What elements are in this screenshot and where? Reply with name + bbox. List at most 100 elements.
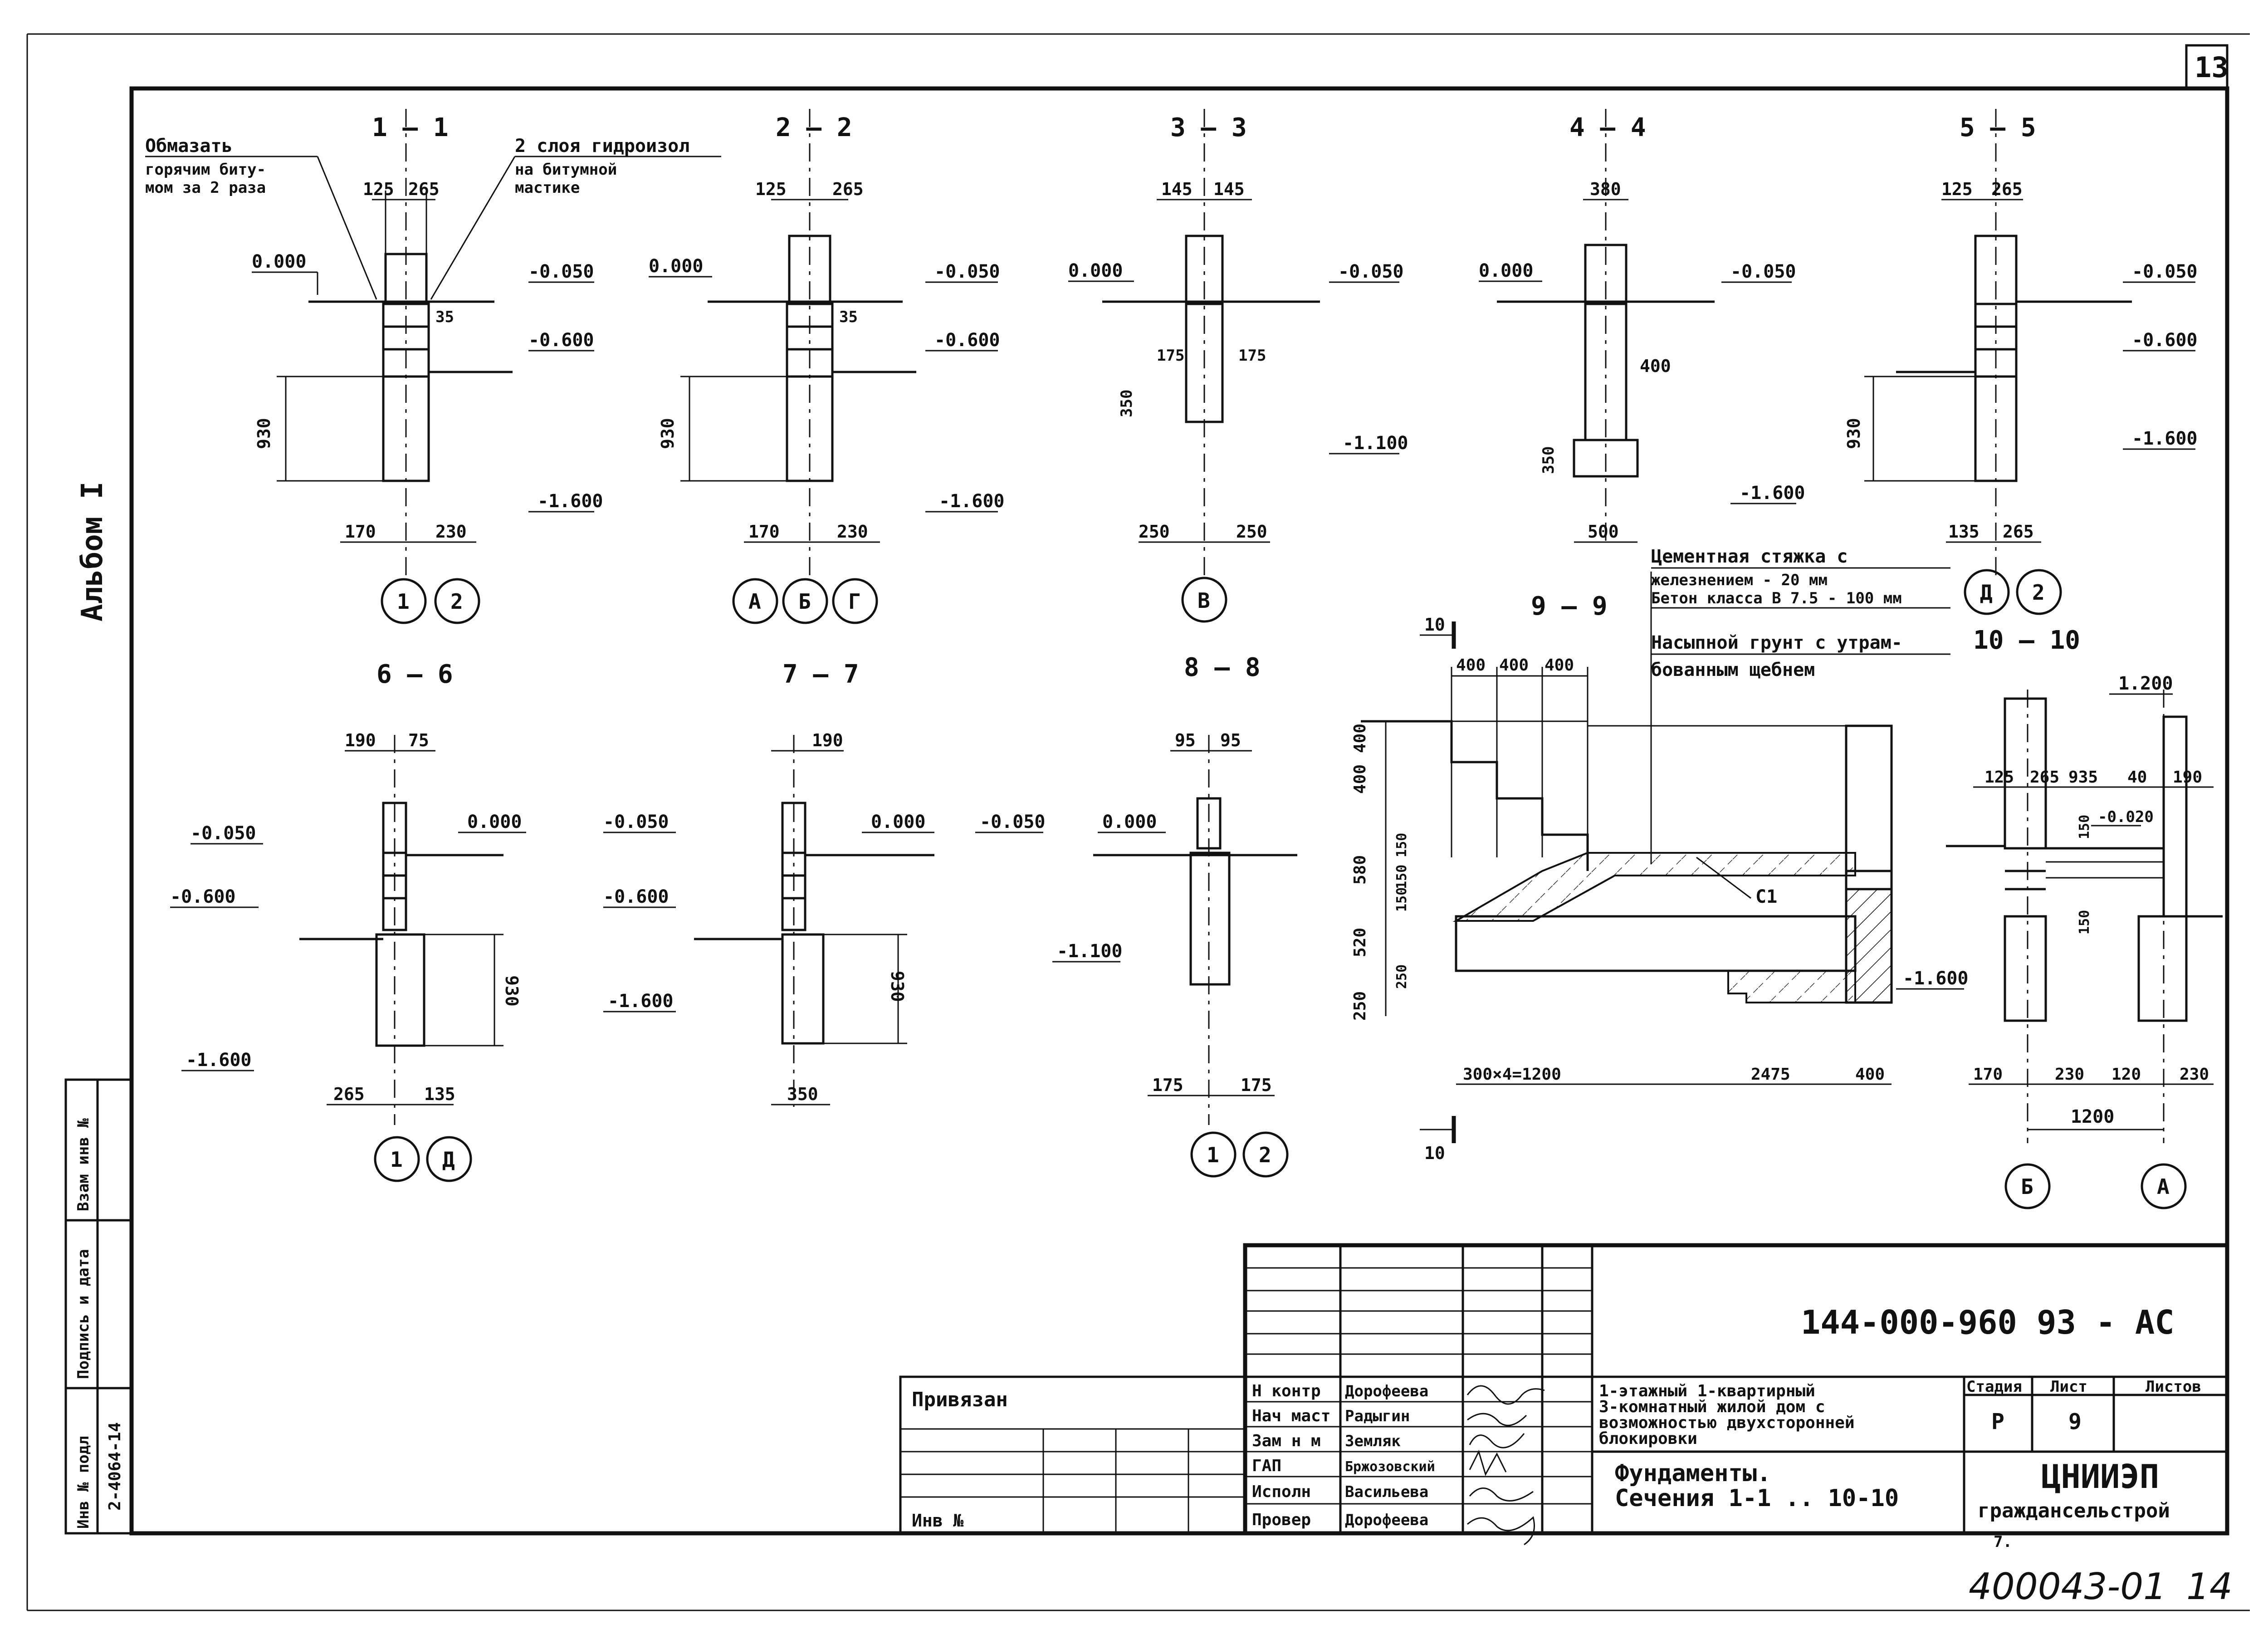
axis-label: Б [798, 589, 811, 614]
section-9-9: 9 – 9 Цементная стяжка с железнением - 2… [1351, 546, 1950, 1163]
level-label: 0.000 [871, 812, 925, 832]
dim-label: 400 [1456, 656, 1486, 675]
dim-label: 230 [837, 522, 868, 542]
dim-label: 145 [1161, 179, 1193, 199]
level-label: 0.000 [252, 251, 306, 272]
level-label: -0.050 [1730, 261, 1796, 282]
project-title: возможностью двухсторонней [1599, 1414, 1855, 1432]
bottom-page-number: 14 [2186, 1566, 2233, 1608]
dim-label: 40 [2127, 768, 2147, 787]
dim-label: 230 [435, 522, 467, 542]
dim-label: 150 [1394, 887, 1410, 912]
level-label: -0.600 [2132, 330, 2198, 351]
album-label: Альбом I [76, 482, 109, 621]
level-label: 0.000 [1479, 260, 1533, 281]
section-title: 1 – 1 [372, 113, 449, 142]
level-label: -0.050 [934, 261, 1000, 282]
role-label: Исполн [1252, 1482, 1311, 1501]
project-title: 3-комнатный жилой дом с [1599, 1398, 1825, 1416]
dim-label: 400 [1351, 724, 1369, 753]
axis-label: А [748, 589, 761, 614]
level-label: -0.600 [603, 886, 669, 907]
dim-label: 35 [435, 308, 454, 326]
dim-label: 175 [1157, 347, 1184, 365]
axis-label: В [1198, 588, 1210, 613]
level-label: -1.600 [608, 991, 674, 1012]
dim-label: 400 [1351, 764, 1369, 794]
dim-label: 400 [1640, 356, 1671, 376]
note-text: Насыпной грунт с утрам- [1651, 632, 1902, 653]
level-label: -1.600 [939, 491, 1005, 512]
note-text: железнением - 20 мм [1651, 571, 1828, 589]
role-label: ГАП [1252, 1457, 1281, 1475]
dim-label: 190 [2173, 768, 2202, 787]
signature-scribbles [1466, 1385, 1545, 1546]
dim-label: 150 [2077, 815, 2092, 839]
level-label: -0.050 [603, 812, 669, 832]
axis-marker [374, 1136, 420, 1182]
cut-mark: 10 [1424, 1143, 1445, 1163]
note-text: Цементная стяжка с [1651, 546, 1848, 567]
section-title: 3 – 3 [1170, 113, 1247, 142]
level-label: 0.000 [467, 812, 522, 832]
level-label: -1.600 [538, 491, 603, 512]
axis-label: 2 [450, 589, 463, 614]
dim-label: 150 [2077, 910, 2092, 934]
section-3-3: 3 – 3 145 145 0.000 -0.050 -1.100 175 17… [1068, 109, 1408, 623]
level-label: -0.050 [528, 261, 594, 282]
level-label: -0.600 [528, 330, 594, 351]
sheets-header: Листов [2146, 1378, 2201, 1396]
stamp-label: Инв № подл [74, 1436, 93, 1529]
dim-label: 1200 [2071, 1106, 2114, 1127]
level-label: -0.050 [980, 812, 1046, 832]
dim-label: 125 [1984, 768, 2014, 787]
level-label: -1.600 [186, 1050, 252, 1071]
axis-marker [1964, 569, 2010, 615]
dim-label: 250 [1139, 522, 1170, 542]
axis-label: 1 [1207, 1143, 1219, 1167]
dim-label: 75 [408, 730, 429, 750]
axis-marker [1181, 577, 1227, 623]
inv-label: Инв № [912, 1511, 964, 1531]
note-text: 2 слоя гидроизол [515, 136, 689, 157]
role-label: Нач маст [1252, 1407, 1330, 1425]
dim-label: 580 [1351, 855, 1369, 885]
dim-label: 520 [1351, 928, 1369, 957]
note-text: Бетон класса В 7.5 - 100 мм [1651, 589, 1902, 607]
project-title: блокировки [1599, 1429, 1697, 1448]
doc-code: 144-000-960 93 - АС [1801, 1303, 2175, 1341]
sheet-title: Сечения 1-1 .. 10-10 [1615, 1485, 1899, 1512]
level-label: -1.600 [1740, 483, 1805, 504]
note-text: мом за 2 раза [145, 179, 266, 197]
dim-label: 135 [424, 1084, 455, 1104]
axis-label: 1 [390, 1147, 403, 1172]
level-label: -0.600 [934, 330, 1000, 351]
element-mark: С1 [1755, 886, 1777, 907]
dim-label: 190 [812, 730, 843, 750]
note-text: на битумной [515, 161, 617, 179]
dim-label: 250 [1351, 991, 1369, 1021]
dim-label: 2475 [1751, 1065, 1790, 1084]
small-mark: 7. [1994, 1533, 2012, 1551]
role-label: Провер [1252, 1511, 1311, 1529]
section-title: 8 – 8 [1184, 653, 1261, 682]
corner-sheet-number: 13 [2195, 51, 2229, 84]
dim-label: 930 [658, 418, 678, 449]
dim-label: 300×4=1200 [1463, 1065, 1561, 1084]
axis-label: 2 [2032, 580, 2045, 605]
note-text: бованным щебнем [1651, 660, 1815, 680]
dim-label: 265 [333, 1084, 365, 1104]
dim-label: 175 [1238, 347, 1266, 365]
section-4-4: 4 – 4 380 0.000 -0.050 -1.600 400 350 50… [1479, 109, 1805, 544]
axis-marker [732, 578, 778, 624]
dim-label: 170 [345, 522, 376, 542]
section-title: 9 – 9 [1531, 592, 1608, 621]
dim-label: 145 [1213, 179, 1245, 199]
org-subname: граждансельстрой [1978, 1499, 2170, 1522]
dim-label: 95 [1175, 730, 1196, 750]
level-label: -0.600 [170, 886, 236, 907]
section-10-10: 10 – 10 1.200 125 265 935 40 190 -0.020 … [1896, 626, 2223, 1209]
cut-mark: 10 [1424, 615, 1445, 635]
section-2-2: 2 – 2 125 265 0.000 -0.050 -0.600 -1.600… [649, 109, 1005, 624]
